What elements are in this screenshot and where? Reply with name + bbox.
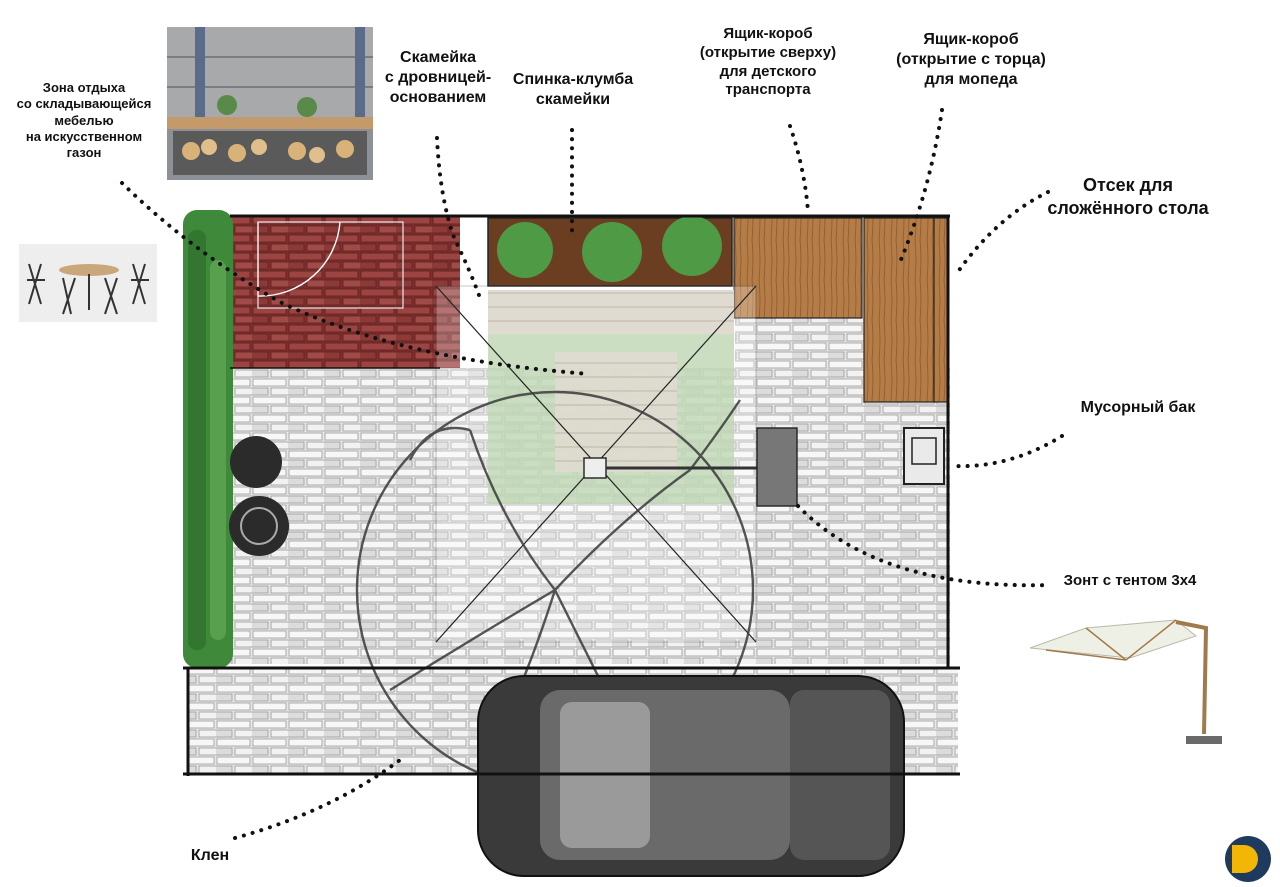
car xyxy=(477,675,905,877)
leader-lines xyxy=(120,108,1064,840)
wooden-boxes xyxy=(733,217,949,403)
umbrella-canopy xyxy=(435,285,798,643)
cantilever-umbrella-photo xyxy=(1026,614,1222,754)
label-bench: Скамейка с дровницей- основанием xyxy=(384,49,492,106)
round-planters xyxy=(229,436,289,556)
hedge xyxy=(183,210,233,668)
label-box-end: Ящик-короб (открытие с торца) для мопеда xyxy=(896,31,1046,88)
plan-outline xyxy=(183,214,960,776)
folding-furniture-photo xyxy=(19,244,157,322)
trash-bin-shape xyxy=(903,427,945,485)
bench-back-planter xyxy=(487,216,733,287)
label-umbrella: Зонт с тентом 3х4 xyxy=(1063,572,1197,589)
label-bench-back: Спинка-клумба скамейки xyxy=(512,71,634,108)
firewood-bench-photo xyxy=(167,27,373,180)
label-rest-zone: Зона отдыха со складывающейся мебелью на… xyxy=(16,80,152,160)
logo-icon xyxy=(1225,836,1271,882)
label-table-compartment: Отсек для сложённого стола xyxy=(1047,175,1209,218)
label-maple: Клен xyxy=(190,847,230,864)
label-trash-bin: Мусорный бак xyxy=(1080,399,1196,416)
red-brick-terrace xyxy=(230,216,460,368)
label-box-top: Ящик-короб (открытие сверху) для детског… xyxy=(699,25,837,99)
